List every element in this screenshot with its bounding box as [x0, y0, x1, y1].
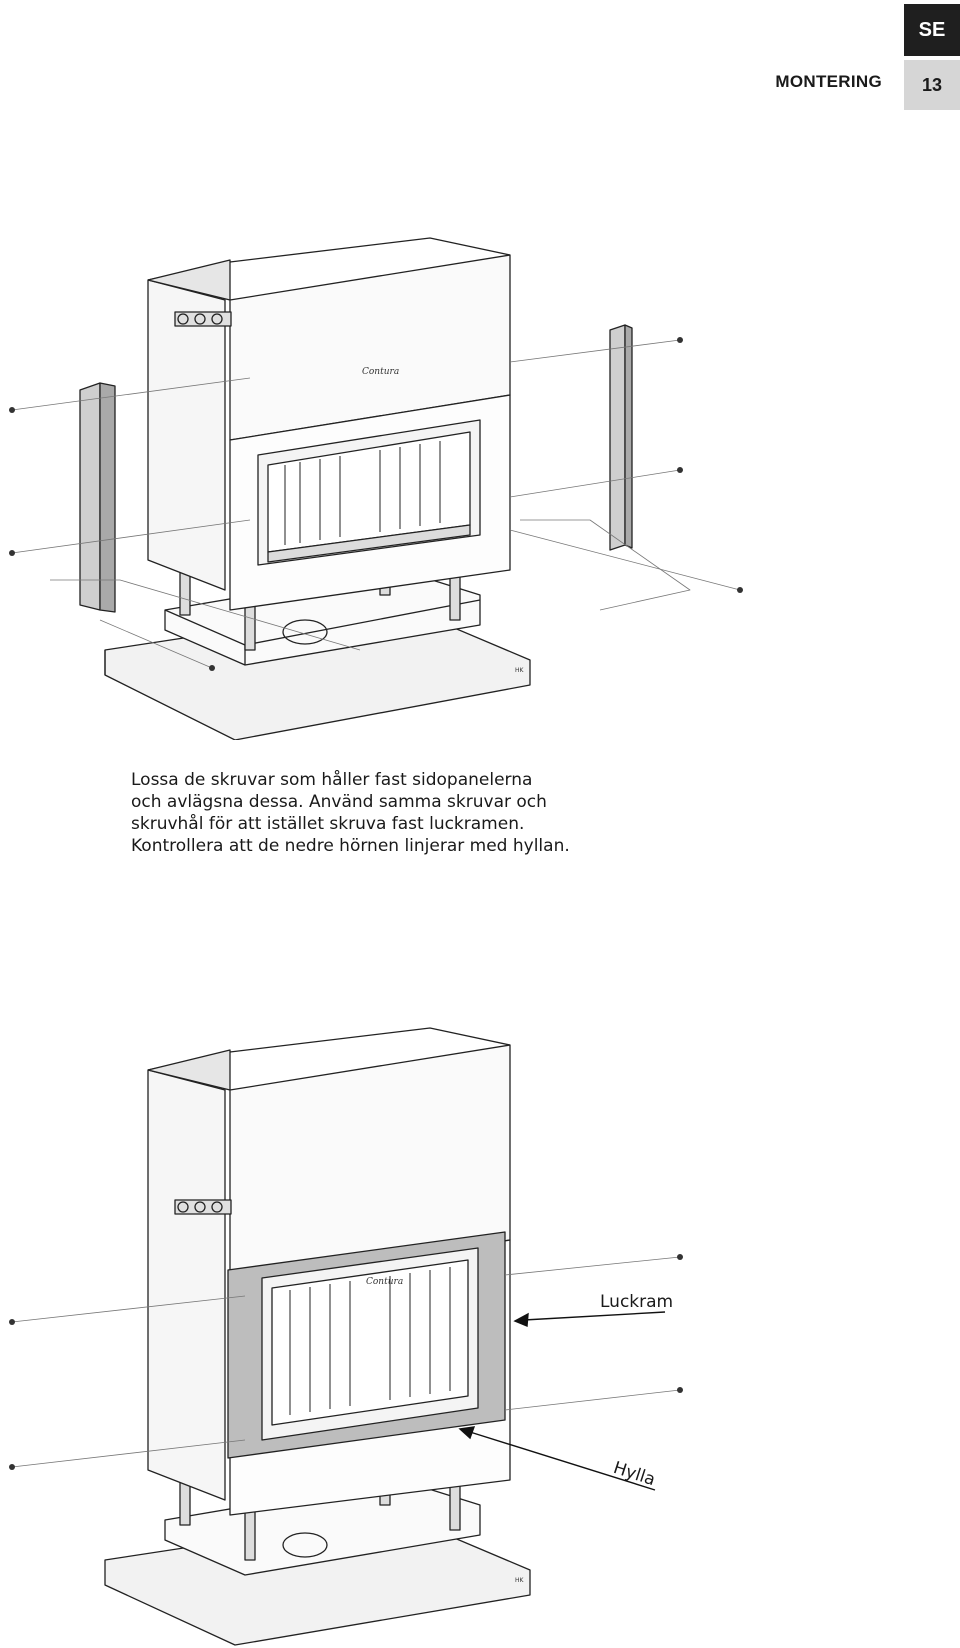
figure-door-frame-mounted: Contura HK — [9, 1027, 683, 1646]
instruction-line: Kontrollera att de nedre hörnen linjerar… — [131, 836, 570, 856]
callout-luckram: Luckram — [600, 1292, 674, 1312]
instruction-text: Lossa de skruvar som håller fast sidopan… — [131, 769, 731, 857]
figure-side-panels-removed: Contura HK — [9, 237, 743, 740]
instruction-line: Lossa de skruvar som håller fast sidopan… — [131, 770, 533, 790]
language-tab: SE — [904, 4, 960, 56]
brand-label: Contura — [366, 1277, 403, 1287]
instruction-line: skruvhål för att istället skruva fast lu… — [131, 814, 525, 834]
brand-label: Contura — [362, 367, 399, 377]
corner-mark: HK — [515, 667, 525, 674]
page-number: 13 — [904, 60, 960, 110]
instruction-line: och avlägsna dessa. Använd samma skruvar… — [131, 792, 547, 812]
section-title: MONTERING — [775, 72, 882, 91]
corner-mark: HK — [515, 1577, 525, 1584]
